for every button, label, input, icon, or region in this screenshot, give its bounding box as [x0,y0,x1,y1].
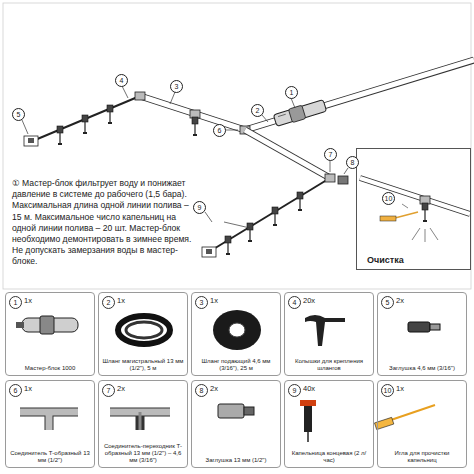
part-number: 1 [9,296,22,309]
part-number: 10 [381,384,394,397]
callout-number: 2 [251,104,264,117]
part-cell: 21xШланг магистральный 13 мм (1/2"), 5 м [98,292,188,376]
part-name: Игла для прочистки капельниц [380,450,464,464]
part-number: 7 [102,384,115,397]
quantity: 1x [396,384,404,393]
quantity: 2x [117,384,125,393]
quantity: 2x [396,296,404,305]
part-number: 8 [195,384,208,397]
quantity: 1x [24,384,32,393]
part-cell: 101xИгла для прочистки капельниц [377,380,467,468]
part-cell: 11xМастер-блок 1000 [5,292,95,376]
inset-box: Очистка [356,148,471,270]
part-cell: 72xСоединитель-переходник Т-образный 13 … [98,380,188,468]
part-number: 5 [381,296,394,309]
part-cell: 52xЗаглушка 4,6 мм (3/16") [377,292,467,376]
part-cell: 82xЗаглушка 13 мм (1/2") [191,380,281,468]
note-text: ① Мастер-блок фильтрует воду и понижает … [12,178,198,268]
part-name: Капельница концевая (2 л/час) [287,450,371,464]
quantity: 20x [303,296,315,305]
callout-number: 10 [382,192,395,205]
part-name: Мастер-блок 1000 [8,365,92,372]
callout-number: 1 [285,86,298,99]
quantity: 2x [210,384,218,393]
quantity: 1x [117,296,125,305]
quantity: 1x [24,296,32,305]
part-name: Шланг подающий 4,6 мм (3/16"), 25 м [194,358,278,372]
callout-number: 9 [193,201,206,214]
callout-number: 6 [213,124,226,137]
part-name: Заглушка 13 мм (1/2") [194,457,278,464]
part-cell: 31xШланг подающий 4,6 мм (3/16"), 25 м [191,292,281,376]
callout-number: 3 [170,80,183,93]
callout-number: 5 [12,108,25,121]
part-number: 3 [195,296,208,309]
quantity: 1x [210,296,218,305]
callout-number: 4 [115,74,128,87]
quantity: 40x [303,384,315,393]
part-cell: 940xКапельница концевая (2 л/час) [284,380,374,468]
part-cell: 420xКолышки для крепления шлангов [284,292,374,376]
part-number: 2 [102,296,115,309]
part-name: Колышки для крепления шлангов [287,358,371,372]
callout-number: 8 [346,156,359,169]
part-cell: 61xСоединитель Т-образный 13 мм (1/2") [5,380,95,468]
part-name: Шланг магистральный 13 мм (1/2"), 5 м [101,358,185,372]
part-name: Заглушка 4,6 мм (3/16") [380,365,464,372]
part-number: 4 [288,296,301,309]
inset-title: Очистка [367,255,404,265]
callout-number: 7 [324,148,337,161]
part-name: Соединитель Т-образный 13 мм (1/2") [8,450,92,464]
part-number: 6 [9,384,22,397]
part-number: 9 [288,384,301,397]
part-name: Соединитель-переходник Т-образный 13 мм … [101,443,185,464]
